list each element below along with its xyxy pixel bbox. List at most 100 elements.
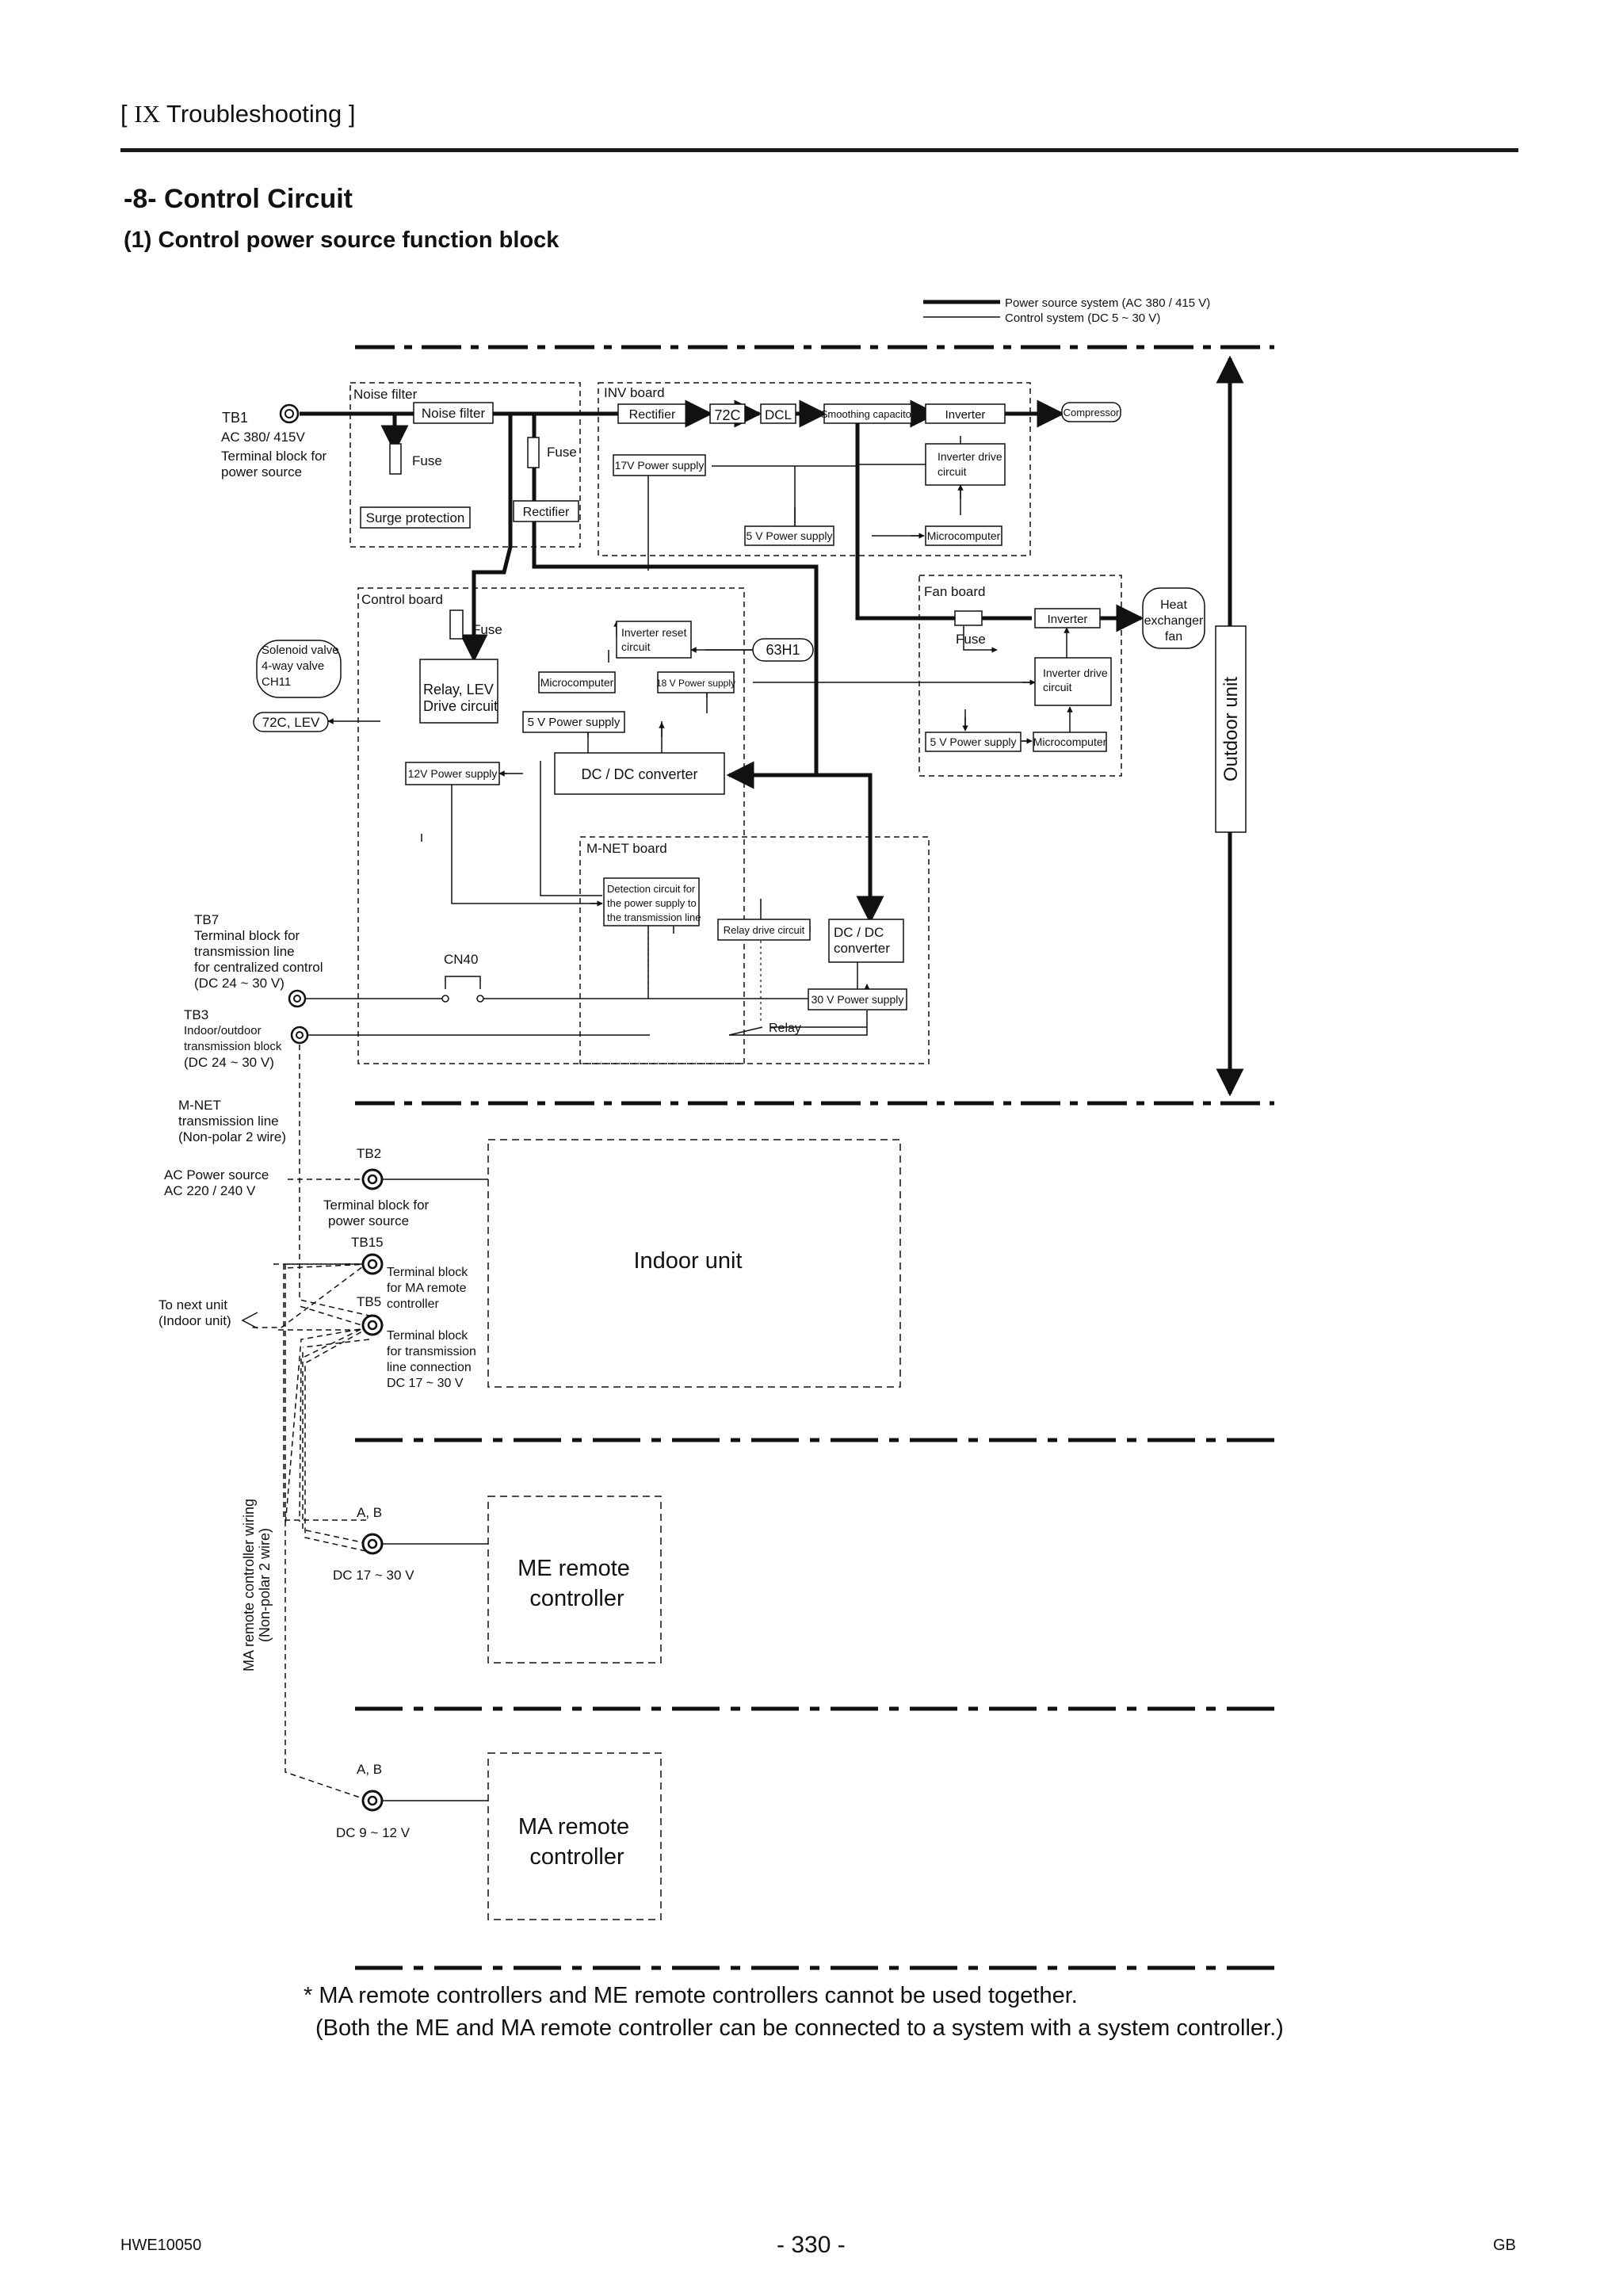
mnet-line-3: (Non-polar 2 wire) xyxy=(178,1129,286,1144)
tb3-desc-2: transmission block xyxy=(184,1040,282,1053)
solenoid-text-1: Solenoid valve xyxy=(262,644,339,657)
inv-inverter-text: Inverter xyxy=(945,408,986,422)
footer-page-number: - 330 - xyxy=(777,2232,846,2258)
ps-18v-box xyxy=(657,671,735,693)
header-rule xyxy=(120,148,1518,152)
fan-drive-box xyxy=(1034,657,1112,706)
ma-remote-label-1: MA remote xyxy=(518,1814,629,1839)
dcdc-box xyxy=(554,752,725,795)
me-remote-box xyxy=(487,1496,662,1664)
c72-box xyxy=(709,403,746,424)
solenoid-valve-box xyxy=(256,640,342,698)
relay-lev-box xyxy=(419,659,498,724)
fan-board-label: Fan board xyxy=(924,584,986,599)
inv-drive-box xyxy=(925,443,1006,486)
next-unit-arrow-icon xyxy=(241,1312,258,1329)
tb2-desc-2: power source xyxy=(328,1213,409,1228)
ma-terminal xyxy=(361,1790,384,1812)
noise-filter-board xyxy=(349,382,581,548)
tb5-label: TB5 xyxy=(357,1294,381,1309)
tb2-label: TB2 xyxy=(357,1146,381,1161)
ps-17v-text: 17V Power supply xyxy=(615,459,705,472)
indoor-unit-label: Indoor unit xyxy=(633,1248,742,1274)
legend-control-label: Control system (DC 5 ~ 30 V) xyxy=(1005,311,1160,325)
fan-inverter-text: Inverter xyxy=(1048,613,1088,626)
mnet-line-1: M-NET xyxy=(178,1098,221,1113)
ma-remote-box xyxy=(487,1752,662,1920)
ac-source-2: AC 220 / 240 V xyxy=(164,1183,256,1198)
note-line-1: * MA remote controllers and ME remote co… xyxy=(304,1983,1078,2008)
tb7-terminal xyxy=(288,989,307,1008)
me-voltage: DC 17 ~ 30 V xyxy=(333,1568,414,1583)
solenoid-text-3: CH11 xyxy=(262,675,291,689)
fan-drive-text-2: circuit xyxy=(1043,681,1072,693)
detection-text-1: Detection circuit for xyxy=(607,883,696,895)
ma-remote-label-2: controller xyxy=(529,1844,624,1870)
fan-drive-text-1: Inverter drive xyxy=(1043,667,1108,679)
tb15-desc-1: Terminal block xyxy=(387,1266,468,1279)
mnet-board-label: M-NET board xyxy=(586,841,667,856)
rectifier-text: Rectifier xyxy=(523,506,570,519)
heat-exchanger-fan-box xyxy=(1142,587,1205,649)
ma-wiring-label-2: (Non-polar 2 wire) xyxy=(257,1528,273,1642)
header-roman-numeral: IX xyxy=(134,100,160,128)
noise-filter-box xyxy=(413,402,494,424)
cn40-label: CN40 xyxy=(444,952,478,967)
ac-source-1: AC Power source xyxy=(164,1167,269,1182)
tb7-desc-1: Terminal block for xyxy=(194,928,300,943)
tb5-desc-2: for transmission xyxy=(387,1345,476,1358)
detection-text-3: the transmission line xyxy=(607,911,701,923)
outdoor-unit-label: Outdoor unit xyxy=(1220,677,1242,781)
tb7-desc-2: transmission line xyxy=(194,944,295,959)
cn40-pin-1 xyxy=(441,995,449,1003)
tb5-desc-1: Terminal block xyxy=(387,1329,468,1343)
header-open-bracket: [ xyxy=(120,100,128,128)
tb5-desc-4: DC 17 ~ 30 V xyxy=(387,1377,464,1390)
inv-inverter-box xyxy=(925,403,1006,424)
smoothing-capacitor-text: Smoothing capacitor xyxy=(821,408,915,420)
compressor-box xyxy=(1061,402,1121,422)
outdoor-unit-marker: Outdoor unit xyxy=(1215,355,1247,1097)
h63-box xyxy=(752,638,814,662)
tb15-terminal xyxy=(361,1253,384,1275)
dcdc-text: DC / DC converter xyxy=(581,766,697,782)
heat-exchanger-text-1: Heat xyxy=(1160,598,1187,612)
tb15-desc-2: for MA remote xyxy=(387,1282,467,1295)
tb15-desc-3: controller xyxy=(387,1297,439,1311)
mnet-dcdc-text-1: DC / DC xyxy=(834,925,884,940)
fan-inverter-box xyxy=(1034,608,1101,628)
legend-power-label: Power source system (AC 380 / 415 V) xyxy=(1005,296,1210,310)
smoothing-capacitor-box xyxy=(823,403,912,424)
inv-microcomputer-box xyxy=(925,525,1002,546)
cb-fuse xyxy=(449,609,464,640)
dcl-text: DCL xyxy=(765,407,792,422)
ps-5v-box xyxy=(744,525,834,546)
ps-12v-text: 12V Power supply xyxy=(408,767,498,780)
c72-lev-box xyxy=(253,712,329,732)
inverter-reset-box xyxy=(616,621,692,659)
tb7-desc-3: for centralized control xyxy=(194,960,323,975)
ps-5v-text: 5 V Power supply xyxy=(747,529,833,542)
heat-exchanger-text-2: exchanger xyxy=(1144,614,1204,628)
inverter-reset-text-1: Inverter reset xyxy=(621,626,687,639)
tb2-terminal xyxy=(361,1168,384,1190)
surge-protection-box xyxy=(360,506,471,529)
heat-exchanger-text-3: fan xyxy=(1165,630,1182,644)
power-arrowheads xyxy=(380,399,1144,924)
tb1-desc-2: power source xyxy=(221,464,302,479)
tb5-terminal xyxy=(361,1314,384,1336)
rectifier-box xyxy=(513,500,579,522)
me-ab-label: A, B xyxy=(357,1505,382,1520)
rectifier-fuse-label: Fuse xyxy=(547,445,577,460)
ps-12v-box xyxy=(405,762,500,785)
control-board xyxy=(357,587,745,1064)
footer-doc-code: HWE10050 xyxy=(120,2237,202,2254)
tb3-desc-3: (DC 24 ~ 30 V) xyxy=(184,1055,274,1070)
separators xyxy=(355,345,1274,1970)
mnet-line-2: transmission line xyxy=(178,1114,279,1129)
relay-label: Relay xyxy=(769,1022,801,1035)
ma-ab-label: A, B xyxy=(357,1762,382,1777)
tb7-desc-4: (DC 24 ~ 30 V) xyxy=(194,976,285,991)
fan-microcomputer-text: Microcomputer xyxy=(1033,735,1107,748)
